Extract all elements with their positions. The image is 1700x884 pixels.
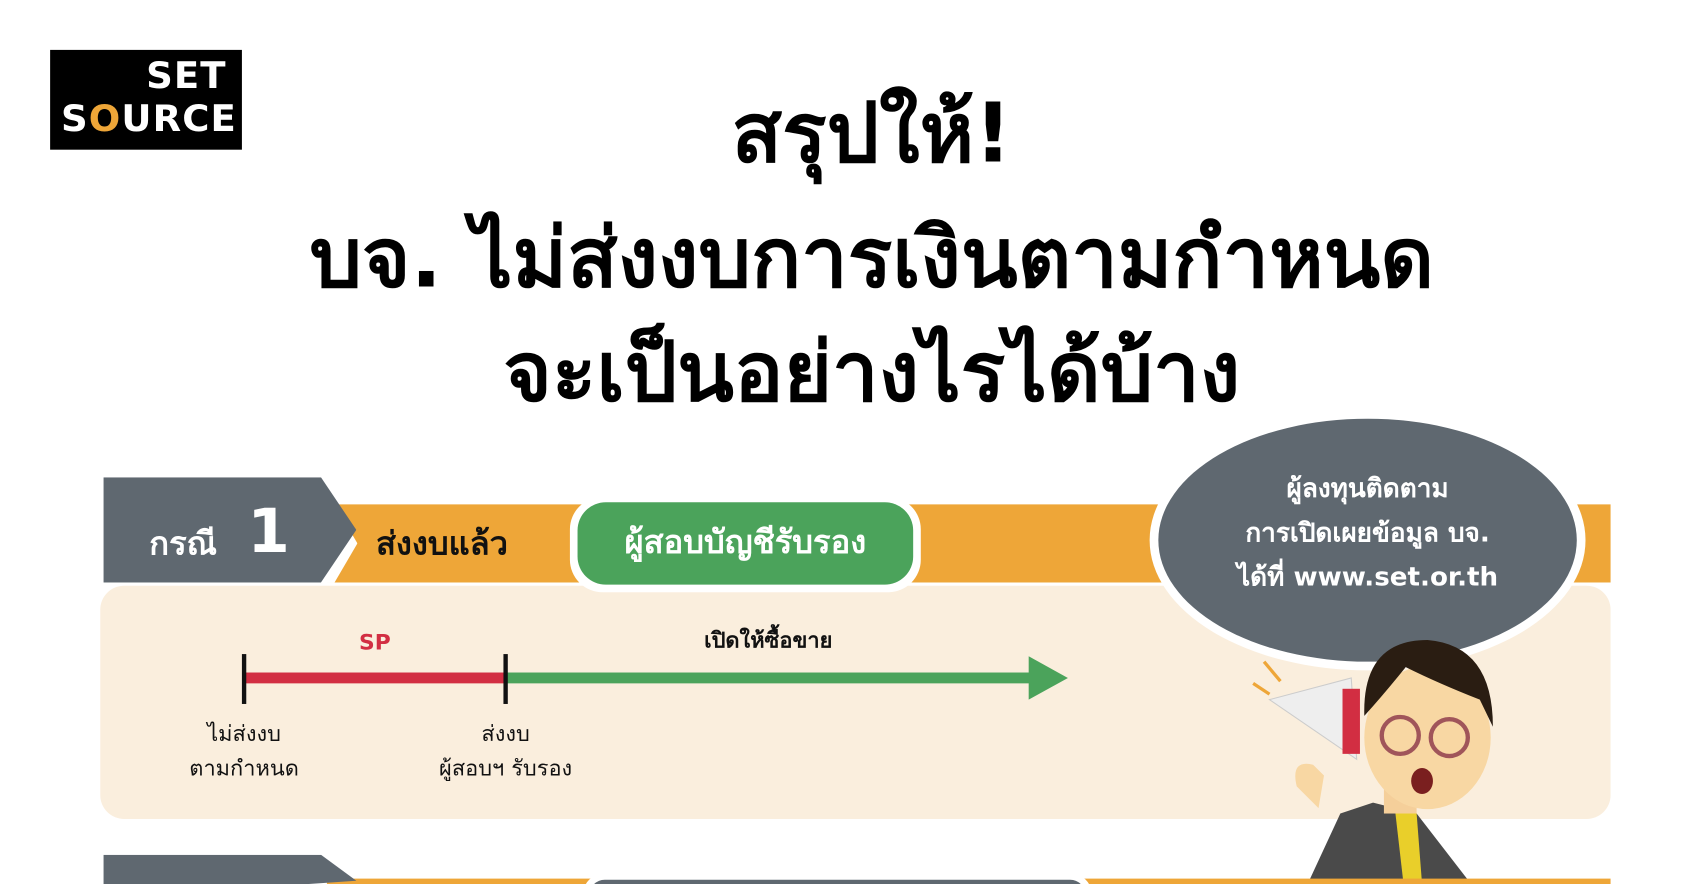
end-tick — [503, 654, 508, 704]
sp-label: SP — [359, 629, 391, 656]
bubble-line-1: ผู้ลงทุนติดตาม — [1286, 472, 1449, 504]
logo-text-set: SET — [146, 54, 227, 98]
businessman-megaphone-illustration — [1252, 639, 1493, 884]
bubble-line-3[interactable]: ได้ที่ www.set.or.th — [1236, 561, 1499, 593]
case-number: 1 — [247, 496, 290, 568]
sp-segment — [244, 672, 506, 684]
case-1-status: ส่งงบแล้ว — [375, 524, 509, 563]
title-line-1: สรุปให้! — [731, 84, 1012, 182]
trading-segment — [505, 672, 1031, 684]
case-1-tab: กรณี 1 — [103, 477, 357, 583]
case-2-badge — [582, 873, 1092, 884]
speech-bubble: ผู้ลงทุนติดตาม การเปิดเผยข้อมูล บจ. ได้ท… — [1149, 410, 1586, 671]
title-line-3: จะเป็นอย่างไรได้บ้าง — [503, 323, 1241, 420]
auditor-badge: ผู้สอบบัญชีรับรอง — [569, 496, 921, 593]
auditor-badge-text: ผู้สอบบัญชีรับรอง — [577, 502, 914, 585]
case-label: กรณี — [149, 524, 217, 563]
arrow-head-icon — [1028, 656, 1068, 700]
bubble-line-2: การเปิดเผยข้อมูล บจ. — [1245, 517, 1490, 548]
trading-label: เปิดให้ซื้อขาย — [704, 626, 833, 653]
case-2-tab — [103, 854, 357, 884]
title-line-2: บจ. ไม่ส่งงบการเงินตามกำหนด — [309, 209, 1435, 306]
set-source-logo: SET SOURCE — [50, 49, 242, 150]
start-tick — [241, 654, 247, 704]
end-label: ส่งงบผู้สอบฯ รับรอง — [439, 720, 573, 781]
logo-text-source: SOURCE — [61, 97, 237, 142]
start-label: ไม่ส่งงบตามกำหนด — [189, 720, 299, 781]
